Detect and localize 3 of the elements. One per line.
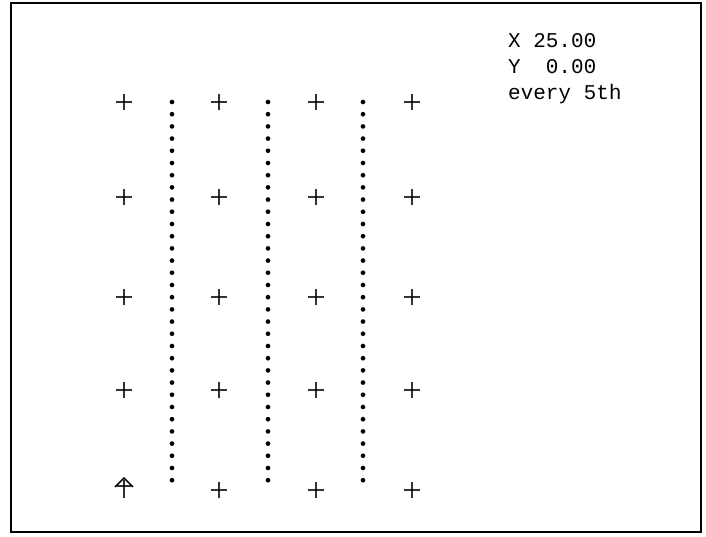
readout-text: Y 0.00 bbox=[508, 56, 596, 82]
readout-text: X 25.00 bbox=[508, 30, 596, 56]
readout-text: every 5th bbox=[508, 82, 622, 108]
